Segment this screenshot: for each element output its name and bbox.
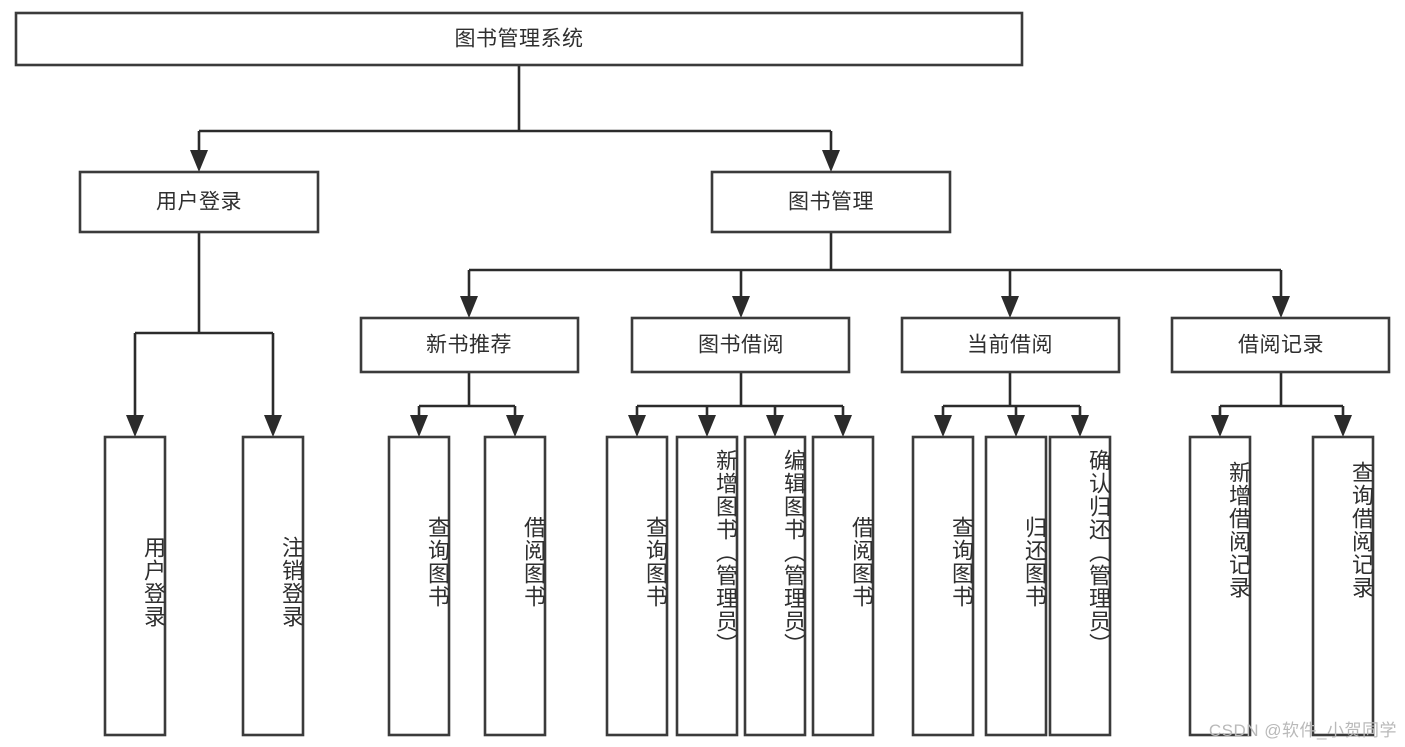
node-leaf-edit-book[interactable] (743, 435, 807, 737)
node-leaf-logout-login[interactable] (241, 435, 305, 737)
arrow-leaf-borrow-book-b (834, 415, 852, 437)
node-leaf-confirm-return[interactable] (1048, 435, 1112, 737)
node-book-manage[interactable] (710, 170, 952, 234)
arrow-book-borrow (732, 296, 750, 318)
node-user-login-label: 用户登录 (156, 191, 242, 214)
node-user-login[interactable] (78, 170, 320, 234)
node-new-book-recommend[interactable] (359, 316, 580, 374)
node-leaf-query-book-a[interactable] (387, 435, 451, 737)
arrow-borrow-record (1272, 296, 1290, 318)
arrow-current-borrow (1001, 296, 1019, 318)
node-book-borrow-label: 图书借阅 (698, 334, 784, 357)
csdn-watermark: CSDN @软件_小贺同学 (1208, 721, 1397, 740)
arrow-leaf-query-book-a (410, 415, 428, 437)
node-leaf-query-book-c[interactable] (911, 435, 975, 737)
node-current-borrow[interactable] (900, 316, 1121, 374)
arrow-leaf-query-book-b (628, 415, 646, 437)
arrow-leaf-query-book-c (934, 415, 952, 437)
node-leaf-return-book[interactable] (984, 435, 1048, 737)
node-leaf-query-book-b[interactable] (605, 435, 669, 737)
arrow-leaf-add-book (698, 415, 716, 437)
connector-layer (126, 65, 1352, 437)
node-leaf-borrow-book-a[interactable] (483, 435, 547, 737)
node-current-borrow-label: 当前借阅 (967, 334, 1053, 357)
arrow-leaf-query-record (1334, 415, 1352, 437)
arrow-leaf-add-record (1211, 415, 1229, 437)
node-leaf-borrow-book-b[interactable] (811, 435, 875, 737)
node-leaf-user-login[interactable] (103, 435, 167, 737)
arrow-leaf-user-login (126, 415, 144, 437)
node-borrow-record-label: 借阅记录 (1238, 334, 1324, 357)
node-book-borrow[interactable] (630, 316, 851, 374)
arrow-leaf-logout-login (264, 415, 282, 437)
node-borrow-record[interactable] (1170, 316, 1391, 374)
node-leaf-add-record[interactable] (1188, 435, 1252, 737)
arrow-book-manage (822, 150, 840, 172)
arrow-leaf-confirm-return (1071, 415, 1089, 437)
node-new-book-recommend-label: 新书推荐 (426, 334, 512, 357)
arrow-leaf-return-book (1007, 415, 1025, 437)
arrow-new-book-recommend (460, 296, 478, 318)
node-root-system-label: 图书管理系统 (455, 28, 584, 51)
node-root-system[interactable] (14, 11, 1024, 67)
arrow-leaf-borrow-book-a (506, 415, 524, 437)
node-leaf-add-book[interactable] (675, 435, 739, 737)
node-layer: 图书管理系统 用户登录 图书管理 新书推荐 图书借阅 当前借阅 借阅记录 (14, 11, 1391, 737)
arrow-user-login (190, 150, 208, 172)
node-leaf-query-record[interactable] (1311, 435, 1375, 737)
node-book-manage-label: 图书管理 (788, 191, 874, 214)
arrow-leaf-edit-book (766, 415, 784, 437)
